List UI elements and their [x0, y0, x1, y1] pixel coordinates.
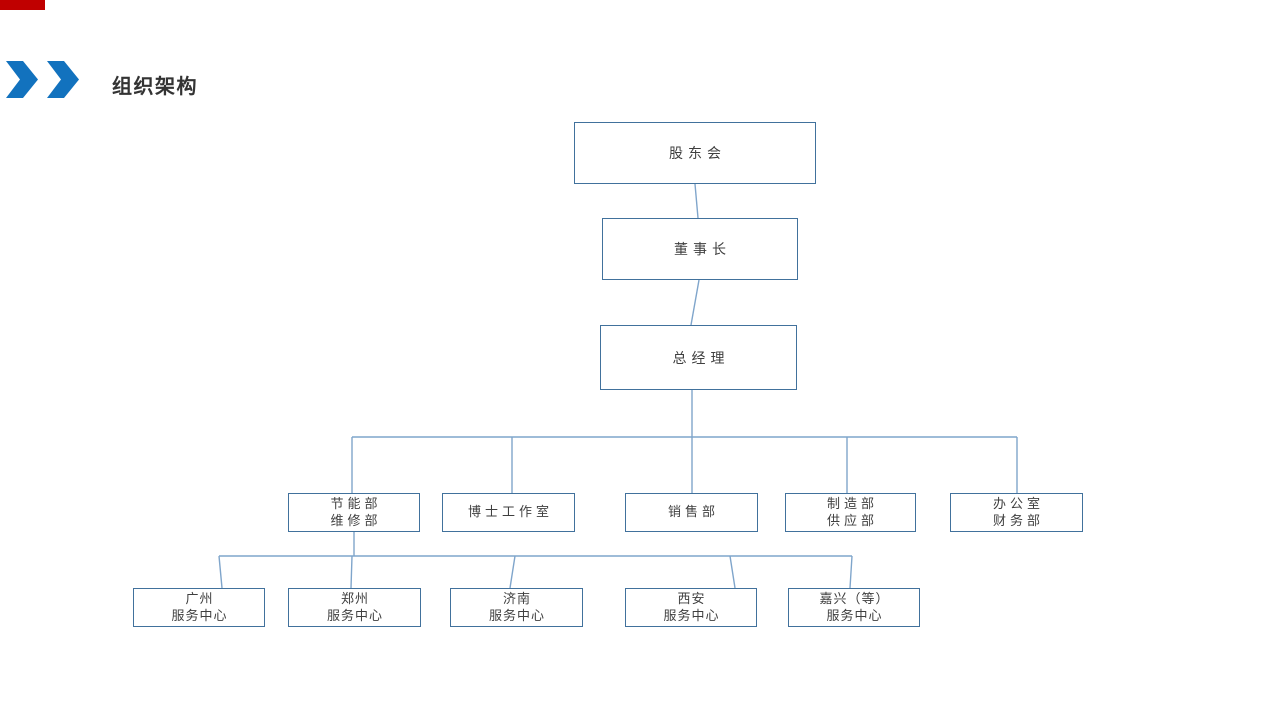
- org-node-label: 服务中心: [663, 608, 720, 624]
- org-node-label: 济南: [502, 591, 531, 607]
- org-node-label: 办公室: [992, 496, 1044, 512]
- org-node-chairman: 董事长: [602, 218, 798, 280]
- org-node-label: 财务部: [992, 513, 1044, 529]
- org-node-sales: 销售部: [625, 493, 758, 532]
- org-node-label: 西安: [677, 591, 706, 607]
- org-node-label: 服务中心: [826, 608, 883, 624]
- org-node-shareholders: 股东会: [574, 122, 816, 184]
- org-node-general-manager: 总经理: [600, 325, 797, 390]
- page-title: 组织架构: [112, 74, 198, 98]
- org-node-label: 节能部: [330, 496, 382, 512]
- org-node-label: 供应部: [826, 513, 878, 529]
- org-node-label: 博士工作室: [467, 505, 553, 520]
- org-node-label: 董事长: [674, 242, 731, 258]
- org-node-zhengzhou-center: 郑州 服务中心: [288, 588, 421, 627]
- org-node-label: 总经理: [672, 350, 730, 367]
- accent-bar: [0, 0, 45, 10]
- org-node-label: 郑州: [340, 591, 369, 607]
- org-node-jiaxing-center: 嘉兴（等） 服务中心: [788, 588, 920, 627]
- org-node-label: 服务中心: [326, 608, 383, 624]
- double-chevron-icon: [6, 61, 79, 98]
- org-node-label: 销售部: [667, 505, 719, 520]
- org-node-label: 广州: [185, 591, 214, 607]
- org-node-jinan-center: 济南 服务中心: [450, 588, 583, 627]
- org-node-office-finance: 办公室 财务部: [950, 493, 1083, 532]
- org-node-label: 制造部: [826, 496, 878, 512]
- org-node-label: 服务中心: [488, 608, 545, 624]
- org-node-guangzhou-center: 广州 服务中心: [133, 588, 265, 627]
- org-node-xian-center: 西安 服务中心: [625, 588, 757, 627]
- org-node-label: 服务中心: [171, 608, 228, 624]
- org-node-energy-maintenance: 节能部 维修部: [288, 493, 420, 532]
- org-node-label: 维修部: [330, 513, 382, 529]
- org-node-manufacturing-supply: 制造部 供应部: [785, 493, 916, 532]
- org-node-label: 股东会: [669, 146, 726, 162]
- org-node-label: 嘉兴（等）: [819, 591, 890, 607]
- org-node-doctor-studio: 博士工作室: [442, 493, 575, 532]
